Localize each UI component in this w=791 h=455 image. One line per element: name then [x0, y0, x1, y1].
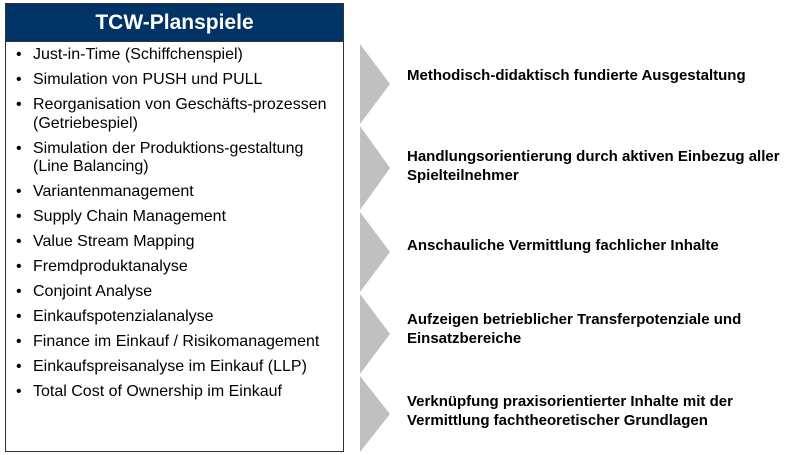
list-item: Conjoint Analyse: [6, 283, 343, 302]
chevron-arrow: [360, 294, 390, 374]
list-item: Einkaufspreisanalyse im Einkauf (LLP): [6, 358, 343, 377]
chevron-arrow: [360, 44, 390, 124]
planspiele-box: TCW-Planspiele Just-in-Time (Schiffchens…: [5, 3, 344, 452]
list-item: Fremdproduktanalyse: [6, 258, 343, 277]
list-item: Variantenmanagement: [6, 183, 343, 202]
list-item: Value Stream Mapping: [6, 233, 343, 252]
chevron-arrow: [360, 126, 390, 210]
list-item: Simulation von PUSH und PULL: [6, 71, 343, 90]
list-item: Just-in-Time (Schiffchenspiel): [6, 46, 343, 65]
list-item: Supply Chain Management: [6, 208, 343, 227]
statement-text: Handlungsorientierung durch aktiven Einb…: [407, 148, 780, 184]
statement-text: Verknüpfung praxisorientierter Inhalte m…: [407, 393, 733, 429]
list-item: Einkaufspotenzialanalyse: [6, 308, 343, 327]
list-item: Reorganisation von Geschäfts-prozessen (…: [6, 96, 343, 133]
statement-text: Anschauliche Vermittlung fachlicher Inha…: [407, 237, 719, 254]
chevron-arrow: [360, 376, 390, 452]
statement-text: Methodisch-didaktisch fundierte Ausgesta…: [407, 67, 746, 84]
statement-text: Aufzeigen betrieblicher Transferpotenzia…: [407, 311, 742, 347]
box-title: TCW-Planspiele: [6, 4, 343, 42]
list-item: Finance im Einkauf / Risikomanagement: [6, 333, 343, 352]
planspiele-list: Just-in-Time (Schiffchenspiel) Simulation…: [6, 42, 343, 402]
list-item: Total Cost of Ownership im Einkauf: [6, 383, 343, 402]
list-item: Simulation der Produktions-gestaltung (L…: [6, 140, 343, 177]
chevron-arrow: [360, 212, 390, 292]
